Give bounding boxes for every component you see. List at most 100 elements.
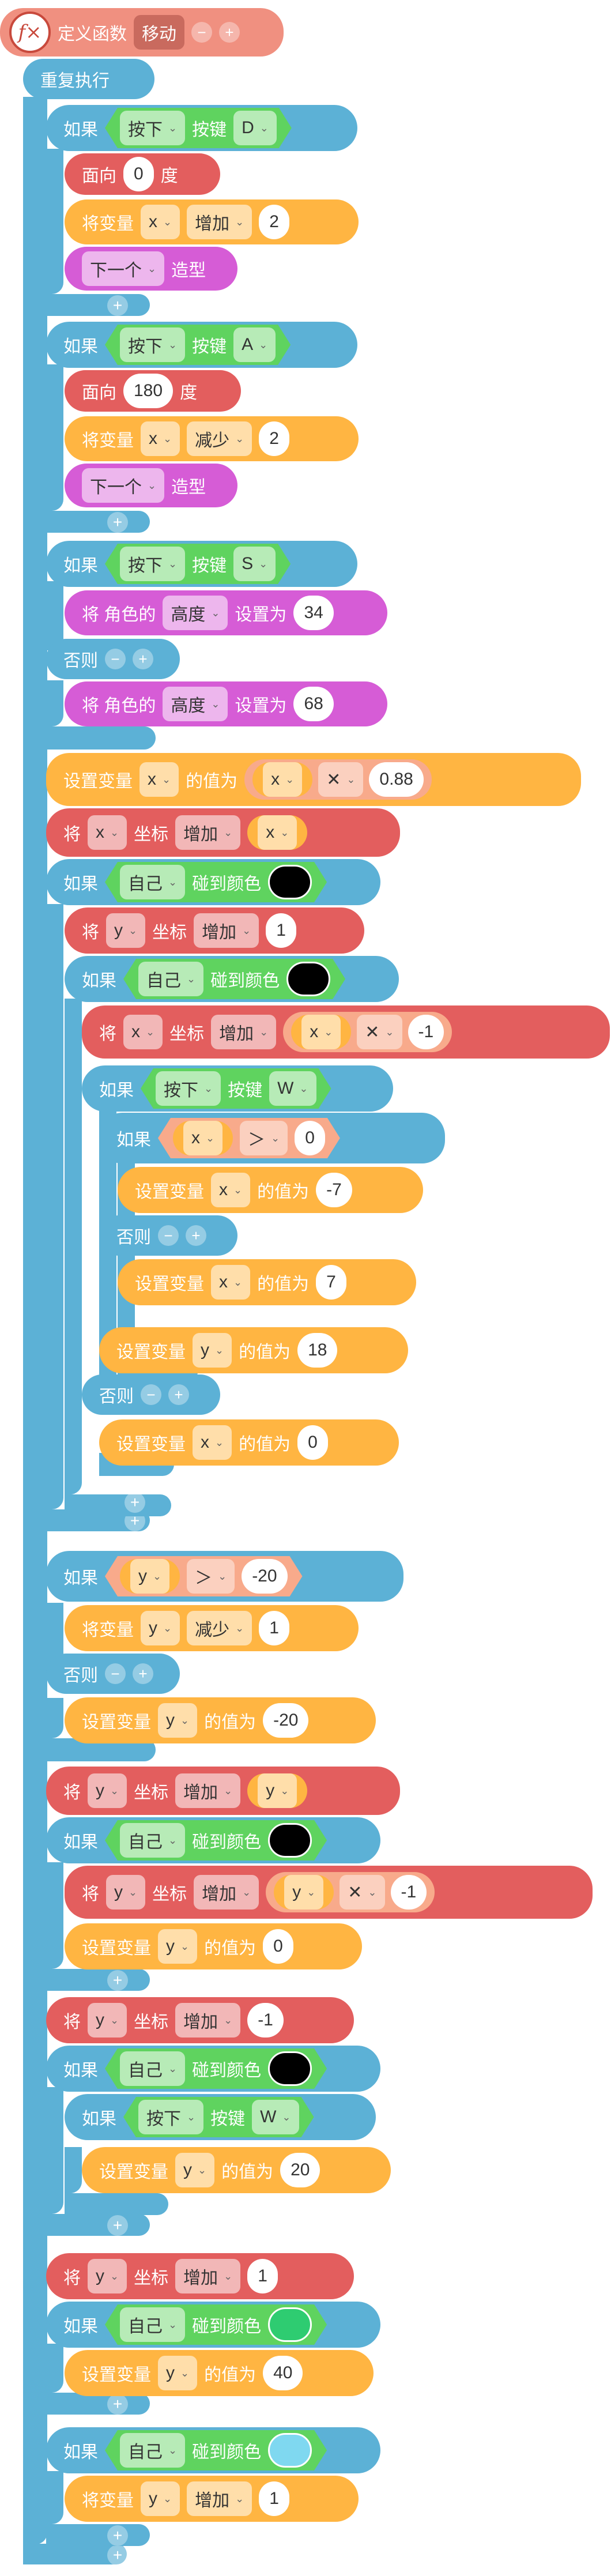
- variable-dropdown[interactable]: x⌄: [263, 762, 303, 797]
- add-branch-button[interactable]: +: [107, 2215, 128, 2236]
- change-mode-dropdown[interactable]: 增加⌄: [194, 1875, 259, 1910]
- press-dropdown[interactable]: 按下⌄: [156, 1071, 221, 1106]
- change-mode-dropdown[interactable]: 增加⌄: [187, 2481, 252, 2516]
- touch-color-condition[interactable]: 自己⌄碰到颜色: [105, 2430, 327, 2470]
- define-function-hat[interactable]: f×定义函数移动−+: [0, 8, 284, 57]
- value-input[interactable]: 68: [293, 687, 334, 721]
- value-input[interactable]: -20: [263, 1703, 309, 1738]
- operand-input[interactable]: -1: [408, 1015, 444, 1049]
- axis-dropdown[interactable]: y⌄: [106, 913, 146, 948]
- next-costume-block[interactable]: 下一个⌄造型: [65, 247, 237, 291]
- if-block[interactable]: 如果自己⌄碰到颜色: [65, 956, 399, 1002]
- key-dropdown[interactable]: W⌄: [252, 2100, 299, 2134]
- variable-dropdown[interactable]: y⌄: [175, 2153, 215, 2187]
- variable-reporter[interactable]: x⌄: [252, 762, 313, 797]
- variable-dropdown[interactable]: y⌄: [158, 1929, 198, 1964]
- value-input[interactable]: 180: [123, 374, 174, 408]
- color-swatch[interactable]: [268, 2433, 312, 2468]
- operand-input[interactable]: 0.88: [369, 762, 424, 797]
- value-input[interactable]: 0: [123, 157, 154, 191]
- touch-color-condition[interactable]: 自己⌄碰到颜色: [105, 862, 327, 902]
- value-input[interactable]: -7: [316, 1173, 352, 1207]
- press-dropdown[interactable]: 按下⌄: [138, 2100, 203, 2134]
- value-input[interactable]: 1: [259, 2481, 289, 2516]
- if-block[interactable]: 如果自己⌄碰到颜色: [46, 859, 380, 905]
- add-branch-button[interactable]: +: [133, 1663, 153, 1684]
- touch-color-condition[interactable]: 自己⌄碰到颜色: [105, 2048, 327, 2089]
- axis-dropdown[interactable]: y⌄: [88, 2259, 127, 2293]
- operator-dropdown[interactable]: ＞⌄: [240, 1121, 288, 1155]
- press-dropdown[interactable]: 按下⌄: [120, 111, 185, 145]
- add-branch-button[interactable]: +: [186, 1225, 206, 1246]
- axis-dropdown[interactable]: y⌄: [88, 1773, 127, 1808]
- variable-dropdown[interactable]: x⌄: [141, 205, 180, 239]
- axis-dropdown[interactable]: x⌄: [123, 1015, 163, 1049]
- touch-color-condition[interactable]: 自己⌄碰到颜色: [123, 959, 345, 999]
- value-input[interactable]: 40: [263, 2356, 303, 2390]
- operand-input[interactable]: -1: [390, 1875, 427, 1910]
- remove-branch-button[interactable]: −: [105, 1663, 126, 1684]
- color-swatch[interactable]: [268, 865, 312, 899]
- operator-dropdown[interactable]: ✕⌄: [357, 1015, 402, 1049]
- press-dropdown[interactable]: 按下⌄: [120, 327, 185, 362]
- self-dropdown[interactable]: 自己⌄: [138, 962, 203, 996]
- operator-dropdown[interactable]: ✕⌄: [318, 762, 364, 797]
- variable-dropdown[interactable]: y⌄: [130, 1559, 169, 1594]
- if-block[interactable]: 如果自己⌄碰到颜色: [46, 1817, 380, 1863]
- variable-reporter[interactable]: x⌄: [291, 1015, 352, 1049]
- next-dropdown[interactable]: 下一个⌄: [82, 251, 165, 286]
- multiply-operator[interactable]: x⌄ ✕⌄-1: [283, 1012, 452, 1052]
- variable-reporter[interactable]: y⌄: [247, 1773, 308, 1808]
- add-branch-button[interactable]: +: [107, 295, 128, 316]
- remove-branch-button[interactable]: −: [105, 649, 126, 669]
- self-dropdown[interactable]: 自己⌄: [120, 1823, 185, 1858]
- if-block[interactable]: 如果自己⌄碰到颜色: [46, 2302, 380, 2348]
- variable-dropdown[interactable]: x⌄: [258, 815, 297, 850]
- value-input[interactable]: 0: [263, 1929, 293, 1964]
- else-block[interactable]: 否则−+: [46, 639, 180, 679]
- change-mode-dropdown[interactable]: 增加⌄: [211, 1015, 277, 1049]
- variable-dropdown[interactable]: x⌄: [301, 1015, 341, 1049]
- if-block[interactable]: 如果自己⌄碰到颜色: [46, 2427, 380, 2473]
- variable-dropdown[interactable]: y⌄: [141, 1611, 180, 1645]
- value-input[interactable]: 2: [259, 205, 289, 239]
- variable-dropdown[interactable]: x⌄: [211, 1173, 251, 1207]
- axis-dropdown[interactable]: y⌄: [88, 2003, 127, 2038]
- value-input[interactable]: 20: [280, 2153, 320, 2187]
- else-block[interactable]: 否则−+: [82, 1374, 220, 1415]
- self-dropdown[interactable]: 自己⌄: [120, 2051, 185, 2086]
- value-input[interactable]: 34: [293, 596, 334, 630]
- add-branch-button[interactable]: +: [107, 2525, 128, 2546]
- change-mode-dropdown[interactable]: 增加⌄: [175, 1773, 241, 1808]
- property-dropdown[interactable]: 高度⌄: [163, 687, 228, 721]
- variable-dropdown[interactable]: y⌄: [258, 1773, 297, 1808]
- repeat-forever-block[interactable]: 重复执行: [23, 59, 154, 99]
- variable-dropdown[interactable]: x⌄: [211, 1265, 251, 1300]
- variable-dropdown[interactable]: y⌄: [158, 2356, 198, 2390]
- key-dropdown[interactable]: W⌄: [269, 1071, 316, 1106]
- self-dropdown[interactable]: 自己⌄: [120, 2307, 185, 2342]
